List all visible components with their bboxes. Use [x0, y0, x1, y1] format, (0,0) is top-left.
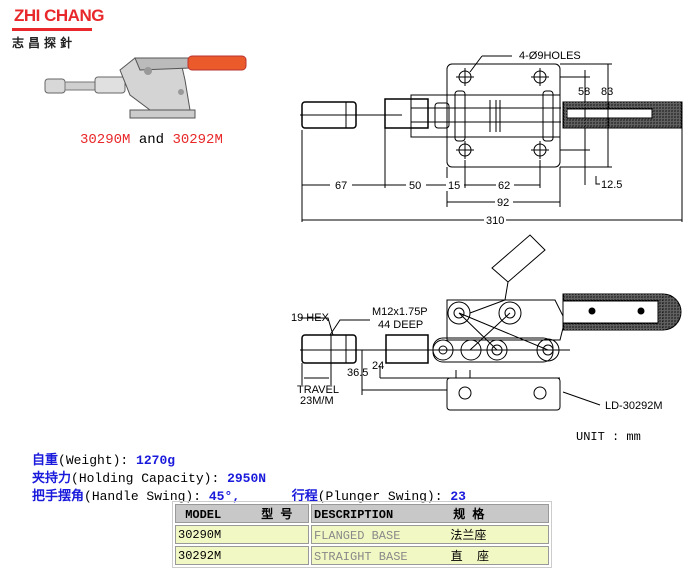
holes-label: 4-Ø9HOLES [519, 50, 581, 62]
spec-holding-capacity: 夹持力(Holding Capacity): 2950N [32, 467, 266, 486]
body [410, 94, 561, 138]
travel-label: TRAVEL [297, 384, 339, 396]
description-cn: 直 座 [450, 550, 490, 564]
spec-label-en: (Weight): [58, 453, 129, 468]
dim-58: 58 [578, 86, 590, 98]
header-description-cn: 规 格 [453, 508, 485, 522]
dim-62: 62 [498, 180, 510, 192]
spec-value: 45°, [208, 489, 241, 504]
spec-value-plunger: 23 [450, 489, 466, 504]
header-description-en: DESCRIPTION [314, 508, 394, 522]
header-model-cn: 型 号 [261, 508, 293, 522]
header-description: DESCRIPTION 规 格 [311, 504, 549, 523]
spec-weight: 自重(Weight): 1270g [32, 449, 175, 468]
header-model: MODEL 型 号 [175, 504, 309, 523]
top-view-drawing: 4-Ø9HOLES 67 50 15 62 92 310 58 83 12.5 [300, 50, 683, 227]
table-row: 30292M STRAIGHT BASE 直 座 [175, 546, 549, 565]
spec-label-cn: 自重 [32, 453, 59, 468]
collar [384, 98, 429, 129]
caption-model-b: 30292M [172, 132, 223, 148]
logo-brand: ZHI CHANG [12, 4, 104, 31]
straight-base [446, 377, 561, 411]
spec-label-en: (Holding Capacity): [71, 471, 220, 486]
product-photo [44, 55, 247, 119]
dim-24: 24 [372, 360, 384, 372]
model-table: MODEL 型 号 DESCRIPTION 规 格 30290M FLANGED B… [172, 501, 552, 568]
dim-310: 310 [486, 215, 504, 227]
cell-description: STRAIGHT BASE 直 座 [311, 546, 549, 565]
spec-label-cn-plunger: 行程 [291, 489, 318, 504]
cell-model: 30292M [175, 546, 309, 565]
depth-label: 44 DEEP [378, 319, 423, 331]
cell-description: FLANGED BASE 法兰座 [311, 525, 549, 544]
spec-label-en-plunger: (Plunger Swing): [317, 489, 443, 504]
spec-value: 1270g [136, 453, 176, 468]
spec-label-cn: 夹持力 [32, 471, 72, 486]
product-caption: 30290M and 30292M [80, 132, 223, 148]
hex-label: 19 HEX [291, 312, 330, 324]
dim-83: 83 [601, 86, 613, 98]
thread-label: M12x1.75P [372, 306, 428, 318]
description-cn: 法兰座 [450, 529, 487, 543]
side-view-drawing: 19 HEX M12x1.75P 44 DEEP TRAVEL 23M/M 36… [291, 234, 682, 412]
header-model-en: MODEL [185, 508, 222, 522]
unit-label: UNIT : mm [576, 430, 641, 444]
brand-logo: ZHI CHANG 志昌探針 [12, 4, 104, 51]
dim-12-5: 12.5 [601, 179, 622, 191]
dim-36-5: 36.5 [347, 367, 368, 379]
spec-label-en: (Handle Swing): [84, 489, 202, 504]
cell-model: 30290M [175, 525, 309, 544]
table-row: 30290M FLANGED BASE 法兰座 [175, 525, 549, 544]
part-label: LD-30292M [605, 400, 662, 412]
mounting-holes [456, 68, 549, 159]
spec-label-cn: 把手摆角 [32, 489, 85, 504]
dim-15: 15 [448, 180, 460, 192]
spec-value: 2950N [227, 471, 267, 486]
dim-50: 50 [409, 180, 421, 192]
table-header-row: MODEL 型 号 DESCRIPTION 规 格 [175, 504, 549, 523]
collar [385, 334, 429, 364]
description-en: STRAIGHT BASE [314, 550, 408, 564]
caption-model-a: 30290M [80, 132, 131, 148]
logo-chinese: 志昌探針 [12, 36, 77, 50]
spec-handle-swing: 把手摆角(Handle Swing): 45°, 行程(Plunger Swin… [32, 485, 466, 504]
dim-67: 67 [335, 180, 347, 192]
travel-value: 23M/M [300, 395, 334, 407]
raised-handle [491, 234, 546, 283]
caption-joiner: and [138, 132, 165, 148]
description-en: FLANGED BASE [314, 529, 401, 543]
dim-92: 92 [497, 197, 509, 209]
knob-hex [301, 334, 357, 364]
